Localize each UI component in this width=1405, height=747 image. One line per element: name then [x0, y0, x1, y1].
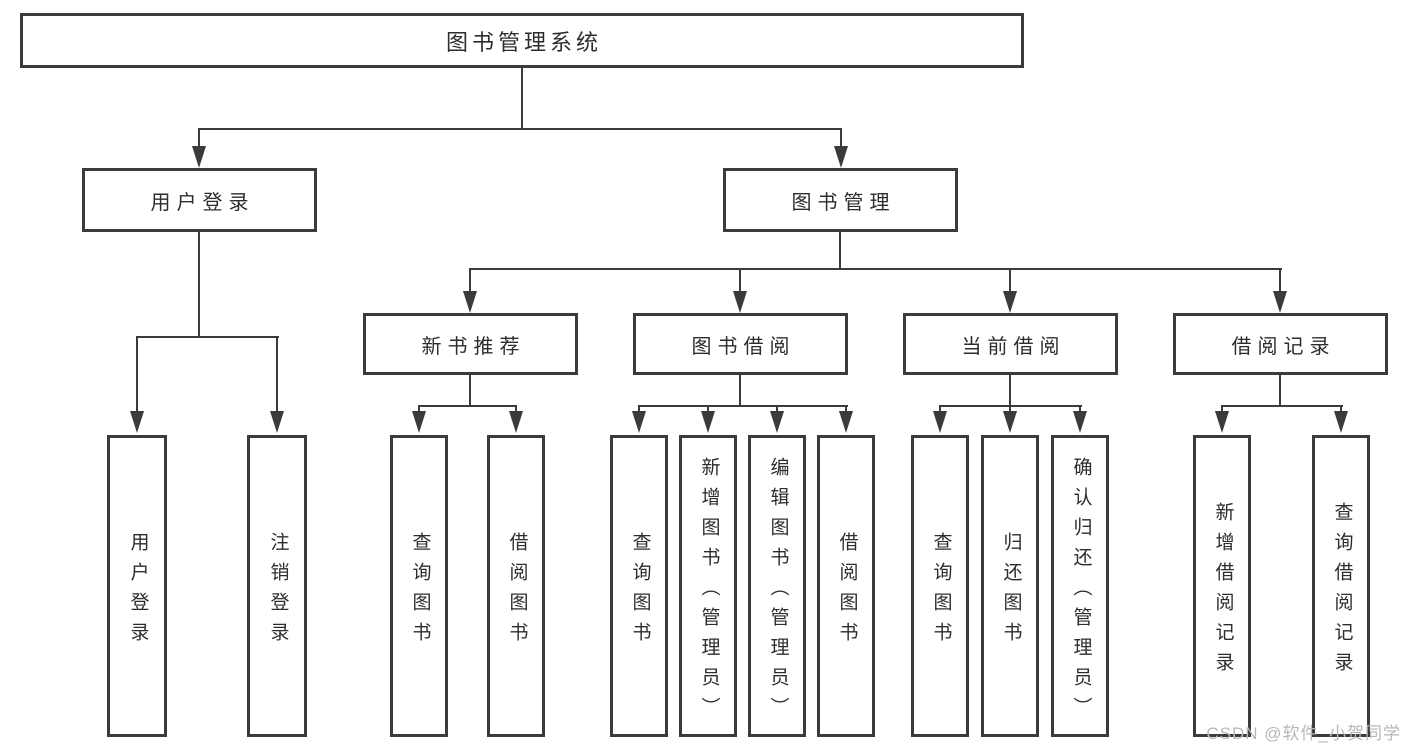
leaf-user-login-label: 用户登录	[127, 531, 149, 652]
leaf-edit-books-admin: 编辑图书（管理员）	[748, 435, 806, 737]
leaf-confirm-return-admin-label: 确认归还（管理员）	[1070, 456, 1092, 727]
edge-new-books-branch	[418, 405, 517, 407]
leaf-logout-label: 注销登录	[267, 531, 289, 652]
edge-to-leaf	[845, 405, 847, 415]
edge-to-leaf	[418, 405, 420, 415]
edge-to-book-management	[840, 128, 842, 150]
arrowhead-icon	[1003, 291, 1017, 313]
edge-root-branch	[198, 128, 842, 130]
node-user-login-label: 用户登录	[150, 191, 255, 214]
leaf-query-books-1-label: 查询图书	[409, 531, 431, 652]
arrowhead-icon	[1334, 411, 1348, 433]
node-borrowing-records-label: 借阅记录	[1231, 335, 1336, 358]
edge-to-leaf	[1340, 405, 1342, 415]
edge-current-borrow-drop	[1009, 375, 1011, 405]
edge-to-leaf	[939, 405, 941, 415]
leaf-add-books-admin: 新增图书（管理员）	[679, 435, 737, 737]
node-book-borrowing-label: 图书借阅	[691, 335, 796, 358]
arrowhead-icon	[192, 146, 206, 168]
node-book-management-label: 图书管理	[791, 191, 896, 214]
arrowhead-icon	[1273, 291, 1287, 313]
edge-to-leaf	[707, 405, 709, 415]
arrowhead-icon	[733, 291, 747, 313]
edge-to-leaf	[136, 336, 138, 415]
arrowhead-icon	[933, 411, 947, 433]
edge-root-drop	[521, 68, 523, 128]
edge-to-current-borrow	[1009, 268, 1011, 295]
edge-borrow-records-branch	[1221, 405, 1343, 407]
arrowhead-icon	[839, 411, 853, 433]
edge-to-leaf	[638, 405, 640, 415]
leaf-query-books-2-label: 查询图书	[629, 531, 651, 652]
arrowhead-icon	[1003, 411, 1017, 433]
arrowhead-icon	[770, 411, 784, 433]
edge-new-books-drop	[469, 375, 471, 405]
leaf-add-borrow-record: 新增借阅记录	[1193, 435, 1251, 737]
edge-to-leaf	[515, 405, 517, 415]
edge-to-borrow-records	[1279, 268, 1281, 295]
node-root-label: 图书管理系统	[445, 29, 602, 55]
arrowhead-icon	[270, 411, 284, 433]
node-new-book-recommend-label: 新书推荐	[421, 335, 526, 358]
arrowhead-icon	[1073, 411, 1087, 433]
leaf-logout: 注销登录	[247, 435, 307, 737]
edge-to-leaf	[1079, 405, 1081, 415]
arrowhead-icon	[834, 146, 848, 168]
arrowhead-icon	[1215, 411, 1229, 433]
node-current-borrowing-label: 当前借阅	[961, 335, 1066, 358]
leaf-confirm-return-admin: 确认归还（管理员）	[1051, 435, 1109, 737]
leaf-add-books-admin-label: 新增图书（管理员）	[698, 456, 720, 727]
arrowhead-icon	[509, 411, 523, 433]
edge-to-leaf	[276, 336, 278, 415]
leaf-edit-books-admin-label: 编辑图书（管理员）	[767, 456, 789, 727]
edge-to-new-books	[469, 268, 471, 295]
arrowhead-icon	[632, 411, 646, 433]
edge-user-login-drop	[198, 232, 200, 336]
arrowhead-icon	[701, 411, 715, 433]
edge-to-leaf	[1009, 405, 1011, 415]
leaf-query-books-2: 查询图书	[610, 435, 668, 737]
edge-book-management-drop	[839, 232, 841, 268]
leaf-add-borrow-record-label: 新增借阅记录	[1212, 501, 1234, 682]
node-user-login: 用户登录	[82, 168, 317, 232]
arrowhead-icon	[130, 411, 144, 433]
leaf-borrow-books-1-label: 借阅图书	[506, 531, 528, 652]
edge-to-leaf	[776, 405, 778, 415]
leaf-borrow-books-2-label: 借阅图书	[836, 531, 858, 652]
node-book-borrowing: 图书借阅	[633, 313, 848, 375]
edge-book-borrow-drop	[739, 375, 741, 405]
leaf-query-books-3: 查询图书	[911, 435, 969, 737]
arrowhead-icon	[463, 291, 477, 313]
leaf-return-books: 归还图书	[981, 435, 1039, 737]
edge-to-leaf	[1221, 405, 1223, 415]
edge-user-login-branch	[136, 336, 279, 338]
leaf-borrow-books-2: 借阅图书	[817, 435, 875, 737]
leaf-return-books-label: 归还图书	[1000, 531, 1022, 652]
arrowhead-icon	[412, 411, 426, 433]
edge-book-management-branch	[469, 268, 1282, 270]
leaf-borrow-books-1: 借阅图书	[487, 435, 545, 737]
leaf-query-books-1: 查询图书	[390, 435, 448, 737]
leaf-query-borrow-record: 查询借阅记录	[1312, 435, 1370, 737]
edge-to-book-borrow	[739, 268, 741, 295]
edge-book-borrow-branch	[638, 405, 848, 407]
node-borrowing-records: 借阅记录	[1173, 313, 1388, 375]
leaf-user-login: 用户登录	[107, 435, 167, 737]
edge-to-user-login	[198, 128, 200, 150]
edge-borrow-records-drop	[1279, 375, 1281, 405]
csdn-watermark: CSDN @软件_小贺同学	[1206, 724, 1401, 743]
node-current-borrowing: 当前借阅	[903, 313, 1118, 375]
leaf-query-borrow-record-label: 查询借阅记录	[1331, 501, 1353, 682]
leaf-query-books-3-label: 查询图书	[930, 531, 952, 652]
node-book-management: 图书管理	[723, 168, 958, 232]
node-root: 图书管理系统	[20, 13, 1024, 68]
node-new-book-recommend: 新书推荐	[363, 313, 578, 375]
